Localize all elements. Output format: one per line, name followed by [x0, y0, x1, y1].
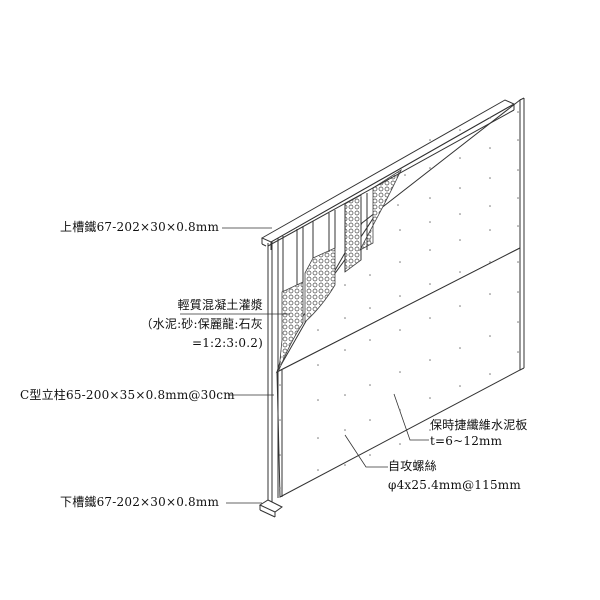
infill-label-line3: =1:2:3:0.2) [191, 336, 263, 350]
screw-label-line2: φ4x25.4mm@115mm [388, 478, 521, 492]
fiber-cement-board [275, 97, 525, 498]
top-track [260, 99, 516, 250]
c-studs [267, 193, 368, 505]
leader-lines [180, 227, 429, 504]
bottom-track [258, 499, 283, 518]
bottom-track-label: 下槽鐵67-202×30×0.8mm [60, 495, 220, 509]
board-label-line1: 保時捷纖維水泥板 [430, 418, 528, 432]
infill-label-line2: （水泥:砂:保麗龍:石灰 [140, 317, 263, 331]
top-track-label: 上槽鐵67-202×30×0.8mm [60, 220, 220, 234]
stud-label: C型立柱65-200×35×0.8mm@30cm [20, 388, 235, 402]
screw-label-line1: 自攻螺絲 [388, 459, 437, 473]
infill-label-line1: 輕質混凝土灌漿 [177, 298, 263, 312]
board-label-line2: t=6~12mm [430, 434, 503, 448]
screw-dots [279, 111, 519, 489]
